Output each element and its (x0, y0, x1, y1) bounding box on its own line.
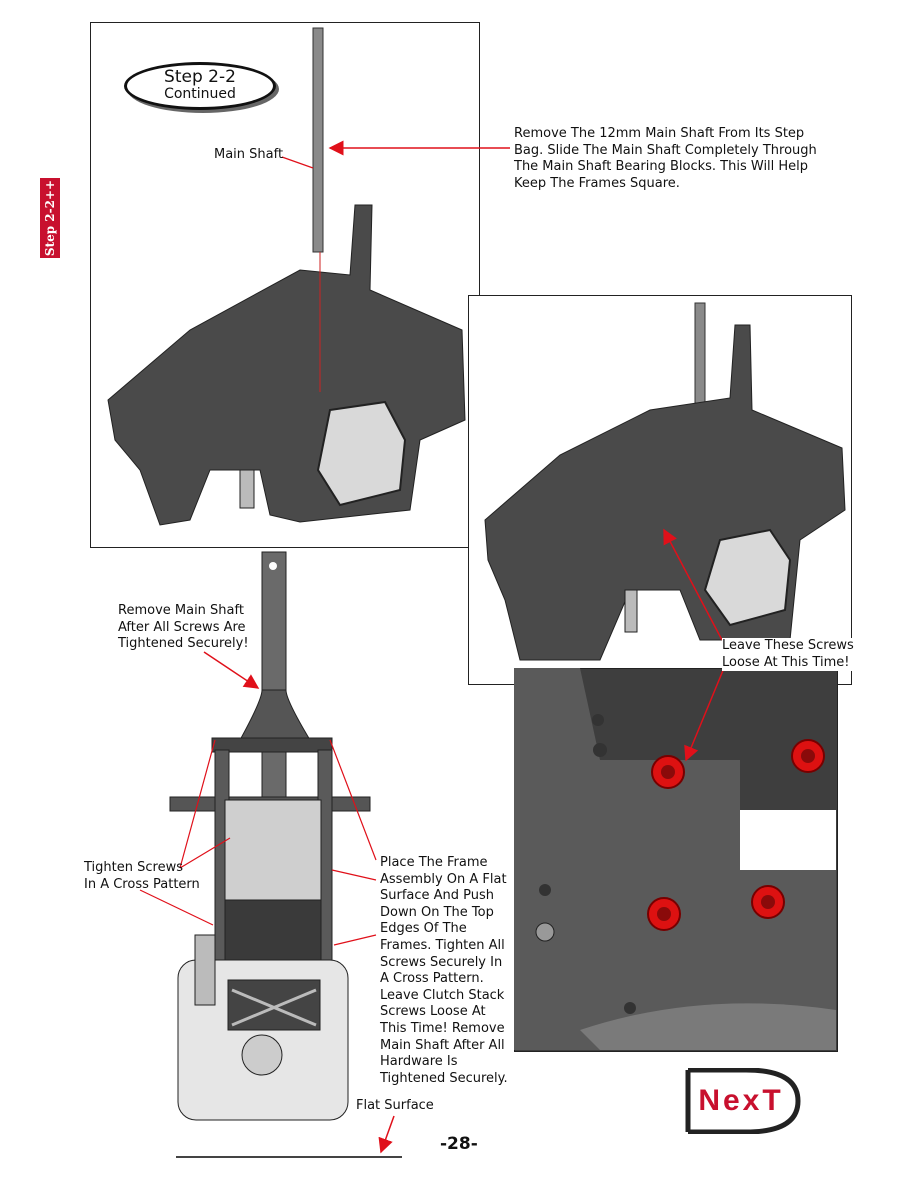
place-frame-line: Down On The Top (380, 904, 494, 920)
leave-loose-line: Leave These Screws (722, 638, 854, 653)
frame-illustration-2 (484, 302, 846, 661)
place-frame-line: Surface And Push (380, 888, 495, 904)
page-number: -28- (440, 1134, 478, 1154)
tighten-cross-label: Tighten Screws In A Cross Pattern (84, 860, 200, 893)
closeup-illustration (514, 668, 836, 1050)
tighten-cross-line: In A Cross Pattern (84, 876, 200, 892)
remove-after-label: Remove Main Shaft After All Screws Are T… (118, 603, 249, 653)
place-frame-line: Screws Securely In (380, 954, 503, 970)
step-badge-title: Step 2-2 (164, 67, 236, 87)
remove-after-line: Tightened Securely! (118, 636, 249, 652)
place-frame-line: Assembly On A Flat (380, 871, 507, 887)
logo-text: NexT (698, 1084, 784, 1117)
remove-instruction-line: The Main Shaft Bearing Blocks. This Will… (514, 159, 809, 175)
callout-arrows (139, 140, 725, 1154)
place-frame-label: Place The Frame Assembly On A Flat Surfa… (380, 855, 508, 1087)
flat-surface-label: Flat Surface (356, 1098, 434, 1113)
remove-instruction-line: Keep The Frames Square. (514, 175, 680, 191)
step-badge: Step 2-2 Continued (124, 62, 276, 110)
remove-after-line: Remove Main Shaft (118, 603, 244, 618)
place-frame-line: A Cross Pattern. (380, 971, 484, 987)
step-badge-subtitle: Continued (164, 86, 236, 102)
place-frame-line: Hardware Is (380, 1054, 458, 1070)
frame-illustration-1 (107, 27, 466, 526)
leave-loose-label: Leave These Screws Loose At This Time! (722, 638, 854, 672)
step-side-tab: Step 2-2++ (40, 178, 60, 258)
remove-instruction-line: Bag. Slide The Main Shaft Completely Thr… (514, 142, 817, 158)
place-frame-line: Place The Frame (380, 855, 488, 870)
place-frame-line: This Time! Remove (380, 1020, 505, 1036)
nextd-logo: NexT (658, 1068, 824, 1134)
place-frame-line: Tightened Securely. (380, 1070, 508, 1086)
frame-front-view (169, 551, 371, 1121)
place-frame-line: Leave Clutch Stack (380, 987, 505, 1003)
remove-instruction-line: Remove The 12mm Main Shaft From Its Step (514, 126, 805, 141)
place-frame-line: Edges Of The (380, 921, 467, 937)
place-frame-line: Screws Loose At (380, 1004, 486, 1020)
leave-loose-line: Loose At This Time! (722, 654, 850, 670)
tighten-cross-line: Tighten Screws (84, 860, 183, 875)
place-frame-line: Frames. Tighten All (380, 937, 505, 953)
remove-after-line: After All Screws Are (118, 619, 246, 635)
main-shaft-label: Main Shaft (214, 147, 284, 162)
remove-instruction: Remove The 12mm Main Shaft From Its Step… (514, 126, 817, 192)
place-frame-line: Main Shaft After All (380, 1037, 505, 1053)
